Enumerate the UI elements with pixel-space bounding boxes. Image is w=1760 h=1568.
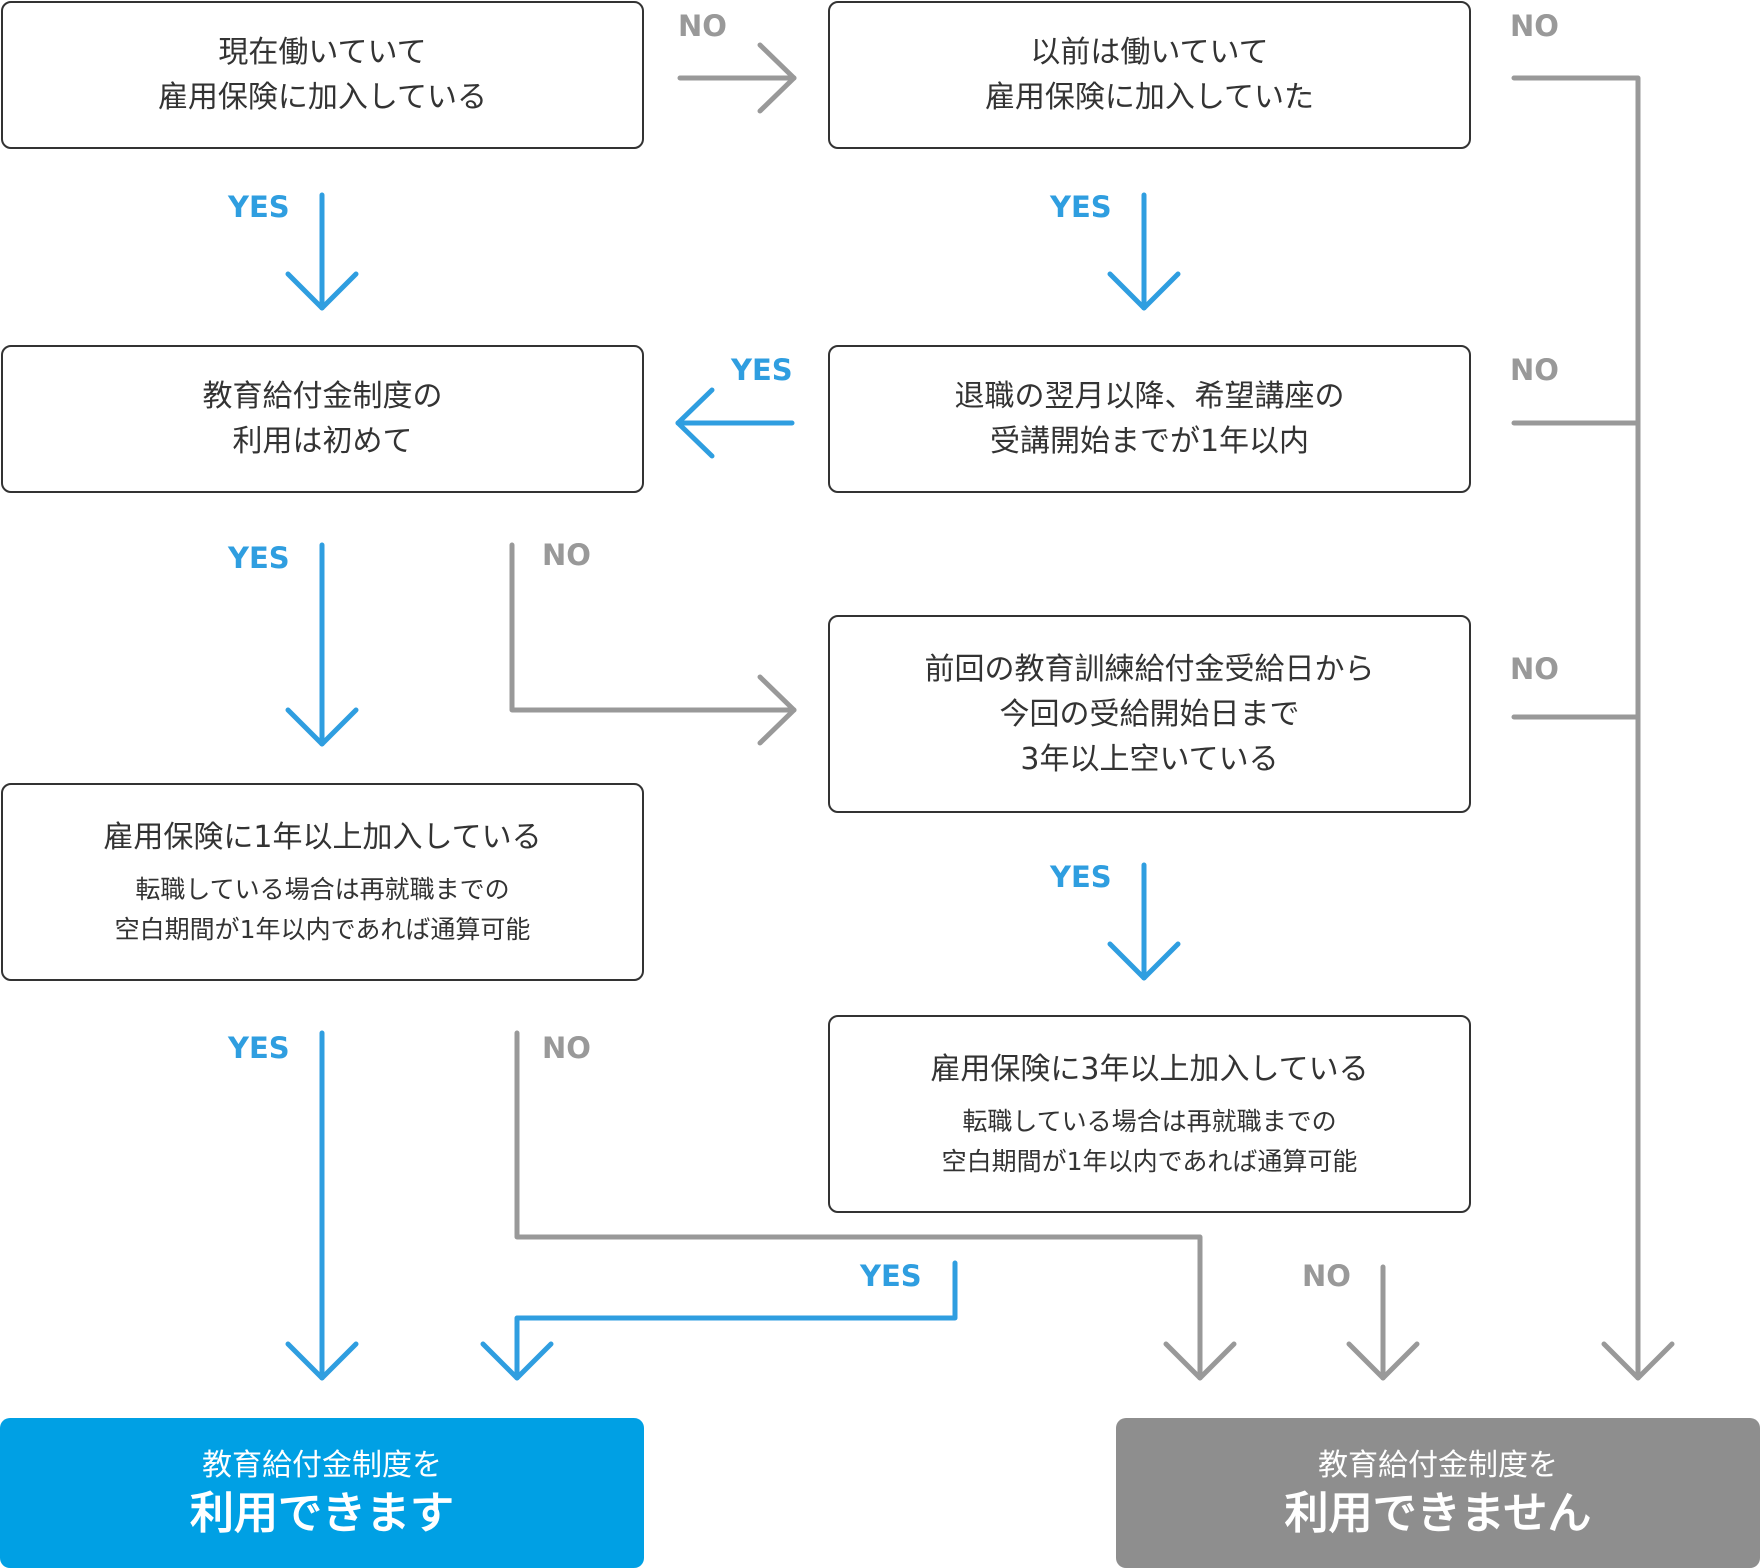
decision-note: 転職している場合は再就職までの 空白期間が1年以内であれば通算可能 <box>114 874 531 944</box>
decision-three-year-gap: 前回の教育訓練給付金受給日から 今回の受給開始日まで 3年以上空いている <box>828 615 1471 813</box>
decision-text: 退職の翌月以降、希望講座の 受講開始までが1年以内 <box>954 379 1345 459</box>
decision-first-time-use: 教育給付金制度の 利用は初めて <box>1 345 644 493</box>
decision-currently-insured: 現在働いていて 雇用保険に加入している <box>1 1 644 149</box>
decision-previously-insured: 以前は働いていて 雇用保険に加入していた <box>828 1 1471 149</box>
label-no: NO <box>542 1031 591 1065</box>
decision-within-one-year: 退職の翌月以降、希望講座の 受講開始までが1年以内 <box>828 345 1471 493</box>
label-yes: YES <box>228 541 290 575</box>
decision-text: 以前は働いていて 雇用保険に加入していた <box>984 35 1315 115</box>
decision-one-year-insured: 雇用保険に1年以上加入している 転職している場合は再就職までの 空白期間が1年以… <box>1 783 644 981</box>
label-yes: YES <box>228 1031 290 1065</box>
arrow-box1-yes-box3 <box>285 192 359 311</box>
label-no: NO <box>1302 1259 1351 1293</box>
label-yes: YES <box>1050 860 1112 894</box>
label-yes: YES <box>1050 190 1112 224</box>
result-eligible: 教育給付金制度を 利用できます <box>0 1418 644 1568</box>
arrow-box5-yes-box7 <box>1107 862 1181 981</box>
arrow-box7-no-not-eligible <box>1346 1264 1420 1381</box>
label-no: NO <box>678 9 727 43</box>
arrow-box4-yes-box3 <box>675 387 795 459</box>
arrow-box6-no-not-eligible <box>514 1030 1237 1381</box>
arrow-box7-yes-eligible <box>480 1260 958 1381</box>
label-yes: YES <box>860 1259 922 1293</box>
decision-text: 雇用保険に1年以上加入している <box>103 819 542 855</box>
label-no: NO <box>1510 652 1559 686</box>
label-no: NO <box>1510 9 1559 43</box>
result-line1: 教育給付金制度を <box>1318 1448 1558 1483</box>
arrow-box2-yes-box4 <box>1107 192 1181 311</box>
decision-text: 前回の教育訓練給付金受給日から 今回の受給開始日まで 3年以上空いている <box>924 651 1375 777</box>
arrow-box3-yes-box6 <box>285 542 359 747</box>
decision-text: 雇用保険に3年以上加入している <box>930 1051 1369 1087</box>
arrow-box6-yes-eligible <box>285 1030 359 1381</box>
decision-text: 現在働いていて 雇用保険に加入している <box>157 35 488 115</box>
label-yes: YES <box>228 190 290 224</box>
label-yes: YES <box>731 353 793 387</box>
result-line2: 利用できます <box>190 1488 454 1539</box>
arrow-box1-no-box2 <box>677 42 797 114</box>
decision-note: 転職している場合は再就職までの 空白期間が1年以内であれば通算可能 <box>941 1106 1358 1176</box>
decision-text: 教育給付金制度の 利用は初めて <box>202 379 443 459</box>
arrow-box3-no-box5 <box>509 542 797 746</box>
decision-three-year-insured: 雇用保険に3年以上加入している 転職している場合は再就職までの 空白期間が1年以… <box>828 1015 1471 1213</box>
result-line2: 利用できません <box>1284 1488 1592 1539</box>
label-no: NO <box>1510 353 1559 387</box>
result-not-eligible: 教育給付金制度を 利用できません <box>1116 1418 1760 1568</box>
no-rail-right <box>1511 75 1675 1381</box>
result-line1: 教育給付金制度を <box>202 1448 442 1483</box>
label-no: NO <box>542 538 591 572</box>
